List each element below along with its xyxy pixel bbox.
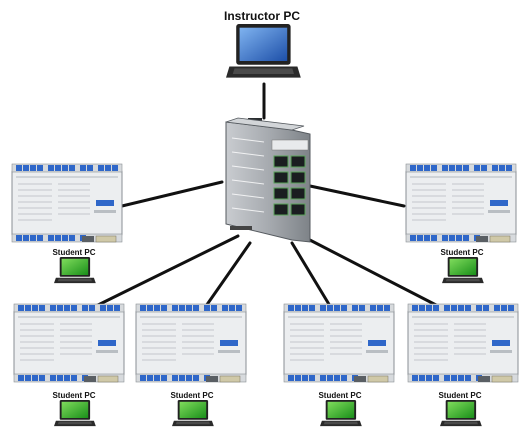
student-laptop-icon-5	[320, 400, 362, 427]
link-student-6	[304, 236, 440, 308]
student-station-4: Student PC	[135, 303, 247, 427]
controller-module-6	[407, 303, 519, 383]
student-label-5: Student PC	[318, 391, 361, 400]
student-laptop-icon-3	[54, 400, 96, 427]
controller-module-3	[13, 303, 125, 383]
student-label-4: Student PC	[170, 391, 213, 400]
link-student-3	[94, 234, 240, 308]
controller-module-2	[405, 163, 517, 243]
link-student-1	[120, 180, 224, 208]
link-student-5	[290, 241, 332, 308]
link-student-4	[204, 241, 252, 308]
student-label-2: Student PC	[440, 248, 483, 257]
student-label-3: Student PC	[52, 391, 95, 400]
student-label-1: Student PC	[52, 248, 95, 257]
instructor-pc: Instructor PC	[224, 9, 301, 78]
student-station-3: Student PC	[13, 303, 125, 427]
student-station-5: Student PC	[283, 303, 395, 427]
student-laptop-icon-1	[54, 257, 96, 284]
student-station-6: Student PC	[407, 303, 519, 427]
student-station-1: Student PC	[11, 163, 123, 284]
student-laptop-icon-6	[440, 400, 482, 427]
controller-module-4	[135, 303, 247, 383]
student-label-6: Student PC	[438, 391, 481, 400]
ethernet-switch	[225, 117, 311, 243]
student-laptop-icon-4	[172, 400, 214, 427]
instructor-label: Instructor PC	[224, 9, 300, 23]
connection-lines	[94, 82, 440, 308]
controller-module-1	[11, 163, 123, 243]
student-laptop-icon-2	[442, 257, 484, 284]
student-station-2: Student PC	[405, 163, 517, 284]
instructor-laptop-icon	[226, 24, 301, 78]
switch-ports	[273, 155, 306, 216]
controller-module-5	[283, 303, 395, 383]
link-student-2	[308, 184, 406, 208]
